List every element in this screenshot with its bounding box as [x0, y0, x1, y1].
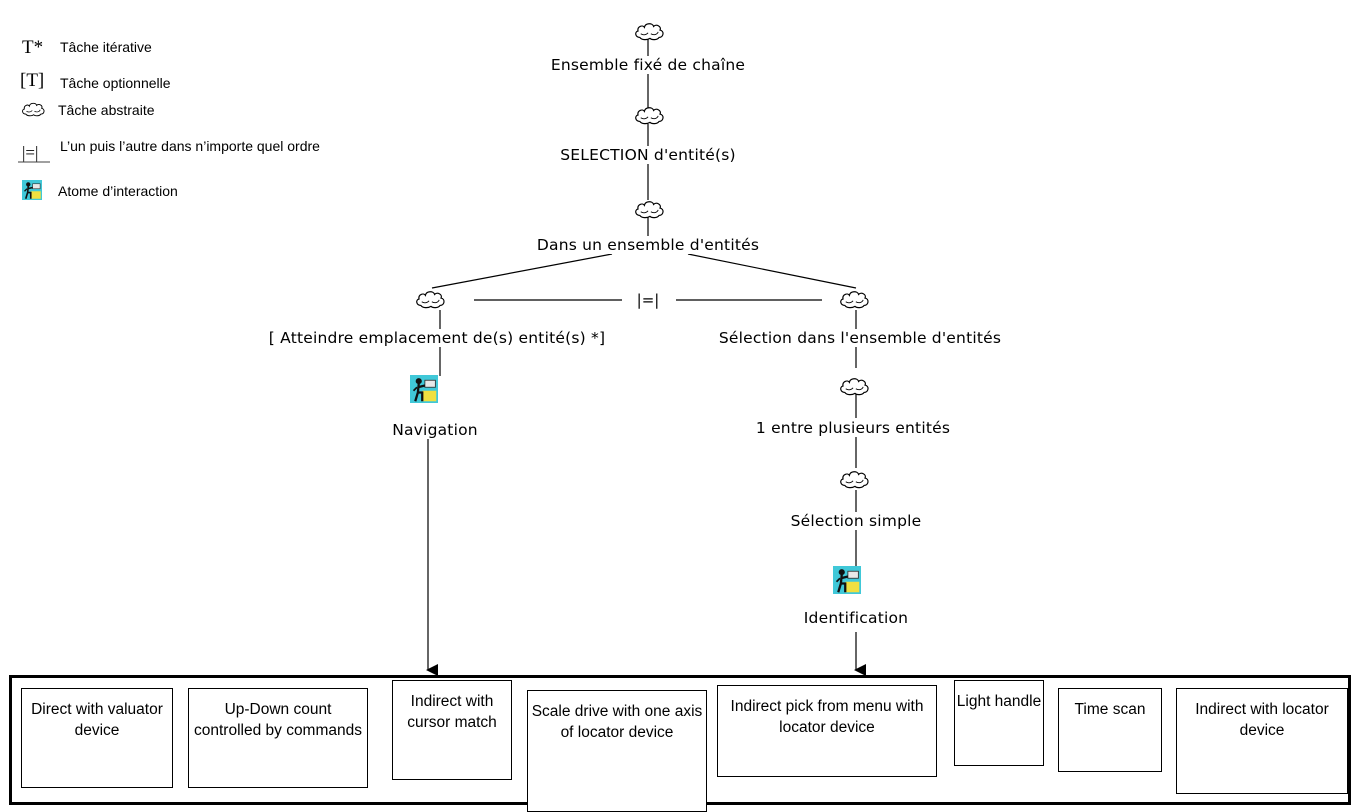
- identification-label: Identification: [802, 609, 910, 627]
- technique-box: Indirect with cursor match: [392, 680, 512, 780]
- iterative-symbol: T*: [22, 37, 44, 58]
- optional-symbol: [T]: [20, 70, 45, 91]
- tree-edges: [426, 36, 866, 676]
- legend-interaction-atom-icon: [22, 179, 42, 201]
- identification-atom-icon: [833, 565, 861, 595]
- legend-operator-icon: |=|: [18, 143, 50, 163]
- left-task-label: [ Atteindre emplacement de(s) entité(s) …: [267, 329, 607, 347]
- root-task-label: Ensemble fixé de chaîne: [549, 56, 747, 74]
- technique-box: Indirect pick from menu with locator dev…: [717, 685, 937, 777]
- legend-atom-label: Atome d’interaction: [58, 183, 178, 199]
- technique-box: Indirect with locator device: [1176, 688, 1348, 794]
- technique-box: Up-Down count controlled by commands: [188, 688, 368, 788]
- legend-abstract-label: Tâche abstraite: [58, 102, 155, 118]
- left-cloud-icon: [416, 291, 445, 309]
- technique-box: Time scan: [1058, 688, 1162, 772]
- navigation-label: Navigation: [391, 421, 479, 439]
- simple-selection-label: Sélection simple: [789, 512, 923, 530]
- simple-cloud-icon: [840, 471, 869, 489]
- selection-task-label: SELECTION d'entité(s): [559, 146, 737, 164]
- one-among-cloud-icon: [840, 378, 869, 396]
- technique-box: Light handle: [954, 680, 1044, 766]
- legend-cloud-icon: [22, 102, 45, 117]
- legend-optional-label: Tâche optionnelle: [60, 75, 171, 91]
- legend-iterative-label: Tâche itérative: [60, 39, 152, 55]
- technique-box: Direct with valuator device: [21, 688, 173, 788]
- right-cloud-icon: [840, 291, 869, 309]
- root-cloud-icon: [635, 23, 664, 41]
- navigation-atom-icon: [410, 374, 438, 404]
- right-task-label: Sélection dans l'ensemble d'entités: [717, 329, 1003, 347]
- order-operator: |=|: [630, 291, 666, 309]
- set-cloud-icon: [635, 201, 664, 219]
- technique-box: Scale drive with one axis of locator dev…: [527, 690, 707, 812]
- set-task-label: Dans un ensemble d'entités: [535, 236, 761, 254]
- selection-cloud-icon: [635, 107, 664, 125]
- svg-text:|=|: |=|: [22, 143, 38, 162]
- legend-operator-label: L’un puis l’autre dans n’importe quel or…: [60, 138, 320, 154]
- one-among-label: 1 entre plusieurs entités: [754, 419, 952, 437]
